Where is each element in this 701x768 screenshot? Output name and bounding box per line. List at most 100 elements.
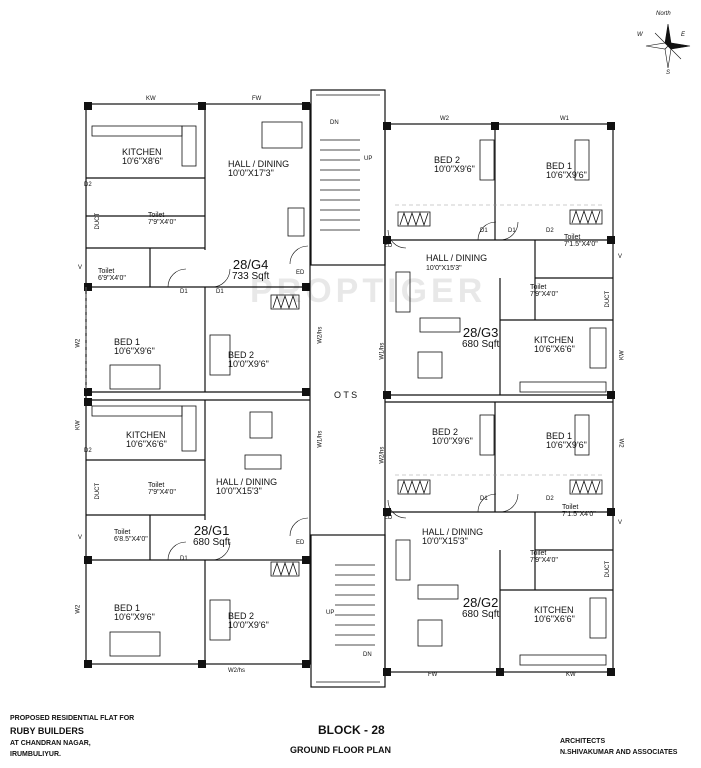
tag-duct-g1: DUCT (95, 482, 102, 500)
tag-ed-g4: ED (296, 270, 305, 276)
ots-label: O T S (334, 390, 358, 400)
tag-v-g4: V (78, 265, 83, 271)
unit-g1-area: 680 Sqft (193, 536, 231, 548)
stair-top (310, 89, 386, 266)
stair-bottom (310, 534, 386, 688)
plan-subtitle: GROUND FLOOR PLAN (290, 745, 391, 755)
unit-g1-name: 28/G1 (193, 523, 230, 538)
tag-d2-g3: D2 (546, 228, 554, 234)
footer-left-line3: AT CHANDRAN NAGAR, (10, 739, 91, 747)
block-title: BLOCK - 28 (318, 723, 385, 737)
tag-duct-g3: DUCT (605, 290, 612, 308)
tag-v-g3: V (618, 254, 623, 260)
tag-duct-g4: DUCT (95, 212, 102, 230)
tag-w1hs-mid-b: W1/hs (317, 430, 324, 448)
tag-w2hs-bottom: W2/hs (228, 668, 246, 674)
unit-g2-label: 28/G2 680 Sqft (462, 596, 499, 620)
tag-d2-g2: D2 (546, 496, 554, 502)
tag-w2-top: W2 (440, 116, 449, 122)
tag-fw-bottom: FW (428, 672, 438, 678)
unit-g4-name: 28/G4 (232, 257, 269, 272)
watermark: PROPTIGER (250, 272, 487, 310)
tag-kw-bottom: KW (566, 672, 576, 678)
stair-up-top: UP (364, 156, 373, 162)
tag-d2-g4: D2 (84, 182, 92, 188)
tag-w2-right: W2 (617, 438, 624, 448)
tag-w2hs-mid-b: W2/hs (379, 446, 386, 464)
stair-dn-bottom: DN (363, 652, 372, 658)
tag-w2hs-mid: W2/hs (317, 326, 324, 344)
stair-up-bottom: UP (326, 610, 335, 616)
stair-dn-top: DN (330, 120, 339, 126)
tag-d1-g4: D1 (180, 289, 188, 295)
footer-left-line4: IRUMBULIYUR. (10, 750, 61, 758)
footer-left-line1: PROPOSED RESIDENTIAL FLAT FOR (10, 715, 135, 722)
tag-w1-top: W1 (560, 116, 569, 122)
tag-w2-left-b: W2 (75, 604, 82, 614)
footer-right-line2: N.SHIVAKUMAR AND ASSOCIATES (560, 749, 678, 757)
compass-e: E (681, 32, 686, 38)
tag-fw-top: FW (252, 96, 262, 102)
compass-w: W (637, 32, 643, 38)
tag-d1-g4b: D1 (216, 289, 224, 295)
unit-g2-area: 680 Sqft (462, 608, 500, 620)
unit-g4-label: 28/G4 733 Sqft (232, 258, 269, 282)
tag-d1-g3b: D1 (508, 228, 516, 234)
unit-g1-label: 28/G1 680 Sqft (193, 524, 230, 548)
tag-kw-g1: KW (75, 420, 82, 430)
footer-right-line1: ARCHITECTS (560, 738, 606, 745)
tag-w1hs-mid: W1/hs (379, 342, 386, 360)
unit-g3-label: 28/G3 680 Sqft (462, 326, 499, 350)
footer-right: ARCHITECTS N.SHIVAKUMAR AND ASSOCIATES (560, 736, 677, 758)
compass-north-word: North (656, 11, 671, 17)
unit-g3-area: 680 Sqft (462, 338, 500, 350)
tag-duct-g2: DUCT (605, 560, 612, 578)
unit-g4-area: 733 Sqft (232, 270, 270, 282)
tag-w2-left: W2 (75, 338, 82, 348)
tag-v-g1: V (78, 535, 83, 541)
unit-g2-name: 28/G2 (462, 595, 499, 610)
tag-ed-g1: ED (296, 540, 305, 546)
footer-left: PROPOSED RESIDENTIAL FLAT FOR RUBY BUILD… (10, 714, 134, 760)
unit-g3-name: 28/G3 (462, 325, 499, 340)
tag-ed-g3: ED (384, 243, 393, 249)
tag-d1-g3: D1 (480, 228, 488, 234)
tag-d2-g1: D2 (84, 448, 92, 454)
tag-kw-g3: KW (619, 350, 626, 360)
compass-s: S (666, 70, 671, 76)
tag-kw-top: KW (146, 96, 156, 102)
compass-rose: North W E S (637, 10, 693, 76)
tag-v-g2: V (618, 520, 623, 526)
tag-d1-g2: D1 (480, 496, 488, 502)
compass-star-icon (645, 23, 691, 69)
left-block-outline (85, 103, 311, 665)
footer-left-line2: RUBY BUILDERS (10, 725, 84, 736)
tag-ed-g2: ED (384, 515, 393, 521)
tag-d1-g1: D1 (180, 556, 188, 562)
